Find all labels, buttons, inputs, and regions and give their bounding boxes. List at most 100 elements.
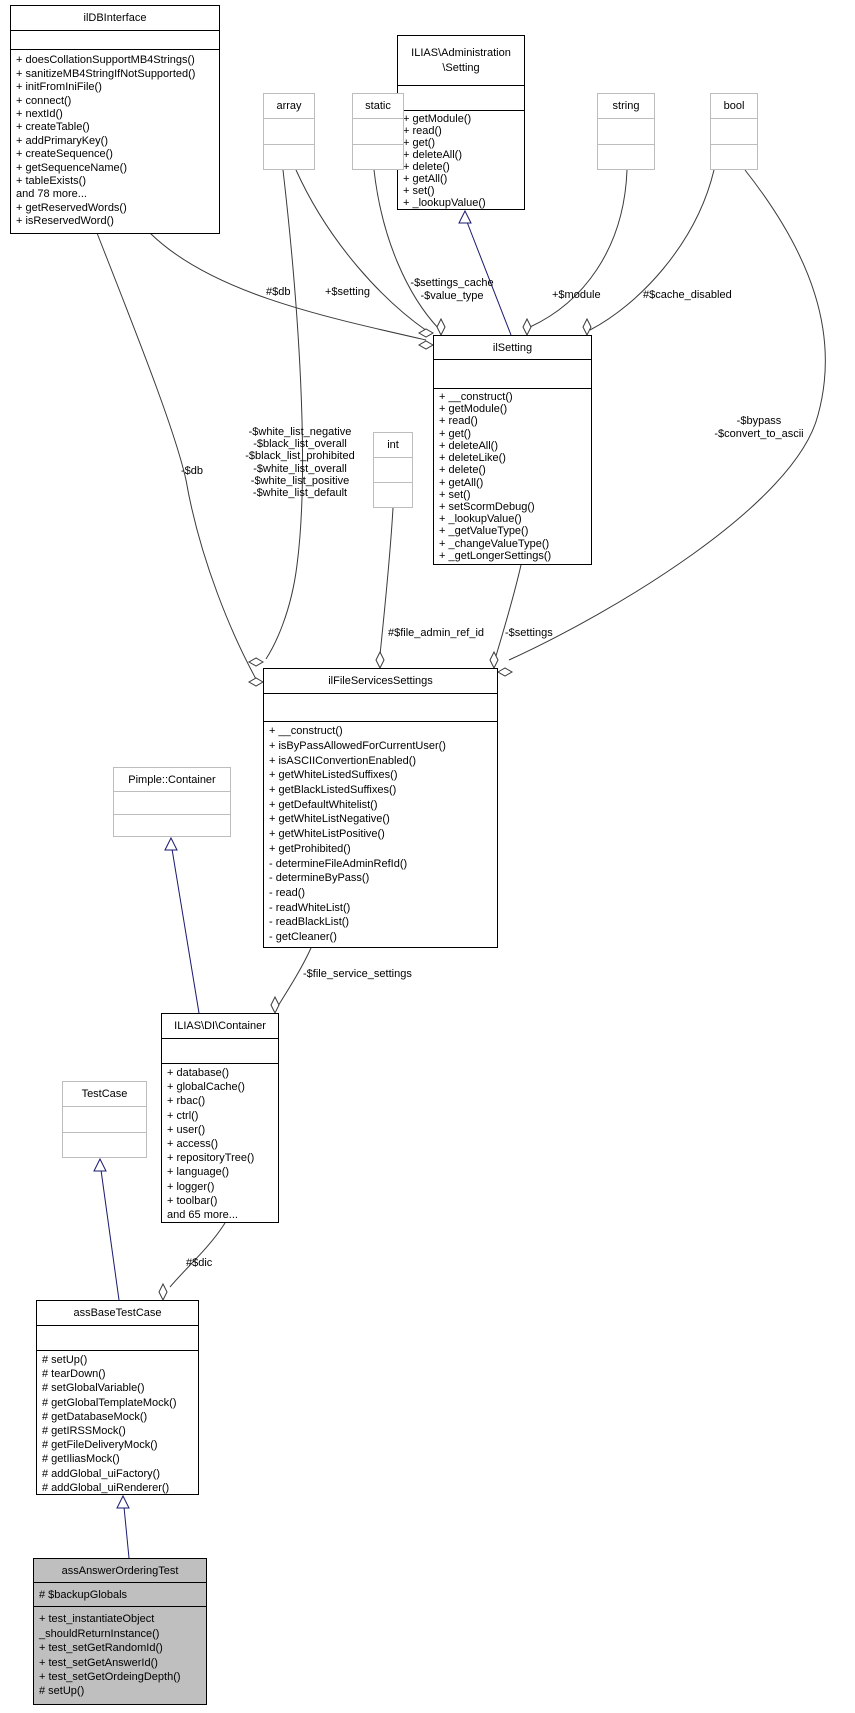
edge-label-dic: #$dic <box>186 1257 213 1269</box>
aggregation-diamond-whitelist <box>247 657 265 667</box>
edge-ildbinterface-to-fss-line <box>96 232 257 680</box>
class-methods: + database()+ globalCache()+ rbac()+ ctr… <box>167 1067 255 1222</box>
class-ilias-di-container[interactable]: ILIAS\DI\Container + database()+ globalC… <box>161 1013 279 1223</box>
edge-label-file-service-settings: -$file_service_settings <box>303 968 412 980</box>
class-attributes-empty <box>353 119 403 145</box>
class-ilias-administration-setting[interactable]: ILIAS\Administration\Setting + getModule… <box>397 35 525 210</box>
aggregation-diamond-file-admin-ref-id <box>375 650 385 670</box>
edge-label-db-fss: -$db <box>181 465 204 477</box>
edge-static-to-ilsetting-line <box>373 169 440 330</box>
class-attributes-empty <box>398 86 524 111</box>
edge-dicontainer-to-assbase-line <box>169 1222 226 1288</box>
class-array: array <box>263 93 315 170</box>
edge-label-module: +$module <box>552 289 601 301</box>
inheritance-arrow-assbase <box>116 1494 130 1509</box>
class-title: assAnswerOrderingTest <box>34 1559 206 1583</box>
edge-array-to-ilsetting-line <box>295 169 428 332</box>
class-methods-empty <box>598 145 654 170</box>
class-attributes-empty <box>162 1039 278 1064</box>
edge-label-settings-cache: -$settings_cache-$value_type <box>410 277 494 302</box>
class-bool: bool <box>710 93 758 170</box>
edge-ilsetting-to-fss-line <box>495 564 522 657</box>
class-attributes-empty <box>598 119 654 145</box>
aggregation-diamond-dic <box>158 1282 168 1302</box>
class-static: static <box>352 93 404 170</box>
edge-ildbinterface-to-ilsetting-line <box>149 232 427 341</box>
edge-dicontainer-to-pimple-line <box>171 848 200 1014</box>
class-title: static <box>353 94 403 119</box>
edge-bool-to-ilsetting-line <box>589 169 715 331</box>
class-title: TestCase <box>63 1082 146 1107</box>
class-methods: # setUp()# tearDown()# setGlobalVariable… <box>42 1354 177 1494</box>
class-attributes-empty <box>37 1326 198 1351</box>
class-assansweorderingtest-current: assAnswerOrderingTest # $backupGlobals +… <box>33 1558 207 1705</box>
edge-assanswer-to-assbase-line <box>123 1506 130 1559</box>
class-int: int <box>373 432 413 508</box>
aggregation-diamond-file-service-settings <box>270 995 280 1015</box>
class-methods-empty <box>353 145 403 170</box>
aggregation-diamond-cache-disabled <box>582 317 592 337</box>
class-pimple-container: Pimple::Container <box>113 767 231 837</box>
inheritance-arrow-pimple <box>164 836 178 851</box>
class-title: ILIAS\DI\Container <box>162 1014 278 1039</box>
class-attributes-empty <box>264 119 314 145</box>
inheritance-arrow-testcase <box>93 1157 107 1172</box>
aggregation-diamond-setting-attr <box>417 328 435 338</box>
edge-label-settings: -$settings <box>505 627 553 639</box>
class-title: ilDBInterface <box>11 6 219 31</box>
inheritance-arrow-adminsetting <box>458 209 472 224</box>
edge-label-cache-disabled: #$cache_disabled <box>643 289 732 301</box>
class-methods-empty <box>711 145 757 170</box>
class-attributes-empty <box>434 360 591 389</box>
edge-int-to-fss-line <box>379 507 394 656</box>
class-attributes-empty <box>114 792 230 815</box>
class-attributes: # $backupGlobals <box>34 1583 206 1607</box>
class-title: Pimple::Container <box>114 768 230 792</box>
class-ilfileservicessettings[interactable]: ilFileServicesSettings + __construct()+ … <box>263 668 498 948</box>
edge-fss-to-dicontainer-line <box>277 947 312 1007</box>
aggregation-diamond-settings <box>489 650 499 670</box>
aggregation-diamond-db-ilsetting <box>417 340 435 350</box>
class-attributes-empty <box>374 458 412 483</box>
class-methods: + __construct()+ isByPassAllowedForCurre… <box>269 725 446 944</box>
class-attributes-empty <box>63 1107 146 1133</box>
class-testcase: TestCase <box>62 1081 147 1158</box>
class-title: ILIAS\Administration\Setting <box>398 36 524 86</box>
class-string: string <box>597 93 655 170</box>
class-title: array <box>264 94 314 119</box>
edge-ilsetting-to-adminsetting-line <box>466 221 512 336</box>
aggregation-diamond-bypass <box>496 667 514 677</box>
class-methods-empty <box>264 145 314 170</box>
class-attributes-empty <box>711 119 757 145</box>
class-title: string <box>598 94 654 119</box>
class-methods: + doesCollationSupportMB4Strings()+ sani… <box>16 54 196 228</box>
class-ildbinterface[interactable]: ilDBInterface + doesCollationSupportMB4S… <box>10 5 220 234</box>
class-attributes-empty <box>11 31 219 50</box>
class-methods: + __construct()+ getModule()+ read()+ ge… <box>439 391 552 562</box>
class-methods-empty <box>63 1133 146 1158</box>
class-title: ilFileServicesSettings <box>264 669 497 694</box>
class-methods-empty <box>114 815 230 837</box>
aggregation-diamond-module <box>522 317 532 337</box>
aggregation-diamond-settings-cache <box>436 317 446 337</box>
edge-assbase-to-testcase-line <box>100 1169 120 1301</box>
class-title: ilSetting <box>434 336 591 360</box>
edge-label-db-ilsetting: #$db <box>266 286 291 298</box>
class-attributes-empty <box>264 694 497 722</box>
class-ilsetting[interactable]: ilSetting + __construct()+ getModule()+ … <box>433 335 592 565</box>
edge-label-whitelist: -$white_list_negative-$black_list_overal… <box>245 426 355 500</box>
class-title: int <box>374 433 412 458</box>
class-methods-empty <box>374 483 412 507</box>
edge-bool-to-fss-line <box>508 169 826 661</box>
class-assbasetestcase[interactable]: assBaseTestCase # setUp()# tearDown()# s… <box>36 1300 199 1495</box>
edge-label-bypass: -$bypass-$convert_to_ascii <box>714 415 804 440</box>
edge-array-to-fss-line <box>265 169 304 660</box>
edge-label-setting: +$setting <box>325 286 370 298</box>
edge-string-to-ilsetting-line <box>529 169 628 328</box>
class-methods: + getModule()+ read()+ get()+ deleteAll(… <box>403 113 486 209</box>
class-methods: + test_instantiateObject_shouldReturnIns… <box>39 1613 181 1698</box>
class-title: bool <box>711 94 757 119</box>
aggregation-diamond-db-fss <box>247 677 265 687</box>
